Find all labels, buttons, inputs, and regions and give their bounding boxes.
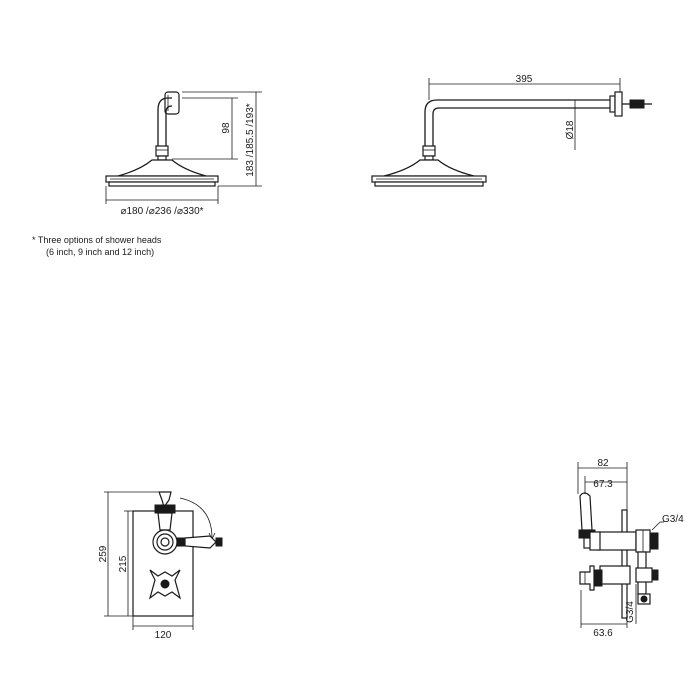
note-line-2: (6 inch, 9 inch and 12 inch): [46, 247, 155, 257]
shower-head-note: * Three options of shower heads (6 inch,…: [32, 234, 161, 258]
head-total-height-label: 183 /185.5 /193*: [245, 103, 256, 177]
valve-depth-inner-label: 67.3: [593, 479, 613, 490]
head-diameter-label: ⌀180 /⌀236 /⌀330*: [120, 206, 203, 217]
shower-head-front-view: 98 183 /185.5 /193* ⌀180 /⌀236 /⌀330*: [105, 91, 262, 217]
valve-bottom-depth-label: 63.6: [593, 628, 613, 639]
inlet-thread-label: G3/4: [625, 601, 636, 623]
valve-side-view: 82 67.3 G3/4 G3/4 63.6: [577, 458, 684, 639]
note-line-1: * Three options of shower heads: [32, 235, 162, 245]
head-height-label: 98: [221, 122, 232, 134]
arm-length-label: 395: [516, 74, 533, 85]
shower-head-side-view: 395 Ø18: [371, 74, 652, 187]
valve-depth-label: 82: [597, 458, 609, 469]
outlet-thread-label: G3/4: [662, 514, 684, 525]
arm-diameter-label: Ø18: [565, 120, 576, 139]
valve-width-label: 120: [155, 630, 172, 641]
valve-height-inner-label: 215: [118, 555, 129, 572]
valve-front-view: 259 215 120: [98, 491, 223, 641]
valve-height-outer-label: 259: [98, 545, 109, 562]
